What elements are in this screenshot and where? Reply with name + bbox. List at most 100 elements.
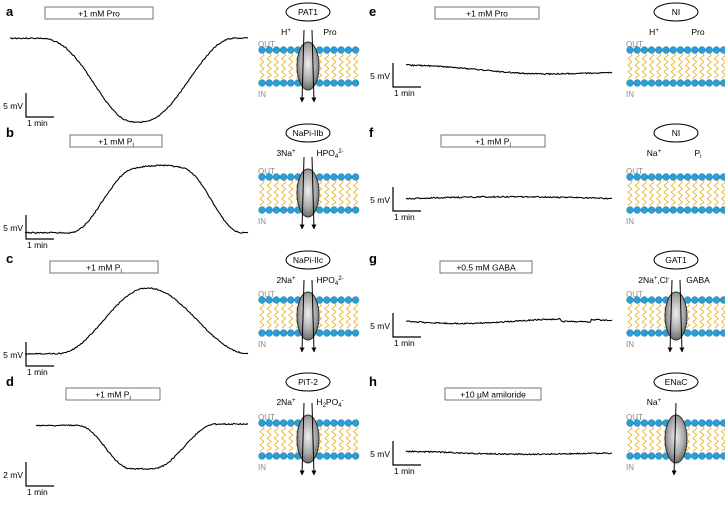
- lipid-tail: [288, 178, 294, 206]
- flux-arrow-2: [311, 402, 317, 476]
- scale-mv-label: 5 mV: [370, 71, 390, 81]
- lipid-tail: [273, 301, 280, 329]
- scale-time-label: 1 min: [394, 88, 415, 98]
- lipid-tail: [699, 301, 705, 329]
- lipid-head-top: [640, 46, 649, 54]
- lipid-tail: [331, 301, 337, 329]
- lipid-tail: [338, 51, 344, 79]
- in-label: IN: [258, 463, 266, 472]
- transporter-name-ellipse: [653, 2, 699, 22]
- lipid-head-bottom: [655, 79, 663, 87]
- lipid-head-bottom: [337, 329, 345, 337]
- panel-label: e: [369, 4, 376, 19]
- lipid-head-top: [337, 296, 345, 304]
- lipid-head-bottom: [337, 452, 345, 460]
- flux-arrow-1: [667, 279, 673, 353]
- lipid-head-top: [323, 46, 331, 54]
- lipid-head-bottom: [265, 206, 273, 214]
- lipid-head-top: [323, 296, 331, 304]
- flux-arrow-1: [299, 402, 305, 476]
- transporter-name-ellipse: [285, 250, 331, 270]
- lipid-head-bottom: [640, 79, 649, 87]
- lipid-tail: [627, 178, 633, 206]
- panel-label: a: [6, 4, 14, 19]
- lipid-head-bottom: [258, 206, 266, 214]
- lipid-head-bottom: [258, 329, 266, 337]
- lipid-head-top: [344, 173, 353, 181]
- scale-bar: [392, 63, 421, 88]
- scale-time-label: 1 min: [394, 338, 415, 348]
- lipid-head-bottom: [272, 329, 281, 337]
- lipid-head-bottom: [698, 79, 706, 87]
- lipid-head-top: [647, 173, 656, 181]
- lipid-head-top: [351, 46, 360, 54]
- lipid-tail: [699, 178, 705, 206]
- voltage-trace: [406, 63, 613, 76]
- lipid-head-top: [655, 296, 663, 304]
- voltage-trace: [405, 449, 613, 456]
- transporter-protein: [664, 414, 688, 464]
- lipid-tail: [641, 424, 648, 452]
- scale-bar: [392, 313, 421, 338]
- lipid-tail: [352, 424, 359, 452]
- lipid-head-bottom: [287, 329, 295, 337]
- lipid-tail: [656, 178, 662, 206]
- lipid-head-bottom: [691, 79, 699, 87]
- lipid-tail: [663, 51, 669, 79]
- lipid-head-bottom: [272, 452, 281, 460]
- scale-mv-label: 5 mV: [3, 223, 23, 233]
- in-label: IN: [626, 90, 634, 99]
- lipid-head-top: [330, 46, 338, 54]
- lipid-tail: [266, 178, 272, 206]
- stimulus-label: +1 mM Pi: [86, 263, 122, 275]
- stimulus-label: +10 µM amiloride: [460, 390, 526, 400]
- lipid-head-top: [655, 419, 663, 427]
- lipid-tail: [706, 424, 712, 452]
- lipid-head-top: [272, 46, 281, 54]
- transporter-name-ellipse: [653, 372, 699, 392]
- lipid-head-bottom: [655, 206, 663, 214]
- lipid-head-top: [705, 296, 713, 304]
- lipid-head-top: [337, 46, 345, 54]
- lipid-head-bottom: [698, 206, 706, 214]
- lipid-tail: [677, 51, 684, 79]
- out-label: OUT: [258, 290, 275, 299]
- lipid-head-bottom: [265, 452, 273, 460]
- substrate-1: 3Na+: [276, 148, 296, 158]
- lipid-head-top: [705, 419, 713, 427]
- lipid-tail: [684, 51, 691, 79]
- lipid-tail: [720, 51, 725, 79]
- lipid-head-top: [351, 419, 360, 427]
- lipid-head-bottom: [351, 329, 360, 337]
- lipid-head-bottom: [662, 206, 670, 214]
- lipid-head-bottom: [626, 79, 634, 87]
- scale-mv-label: 5 mV: [3, 101, 23, 111]
- lipid-tail: [331, 178, 337, 206]
- lipid-head-bottom: [344, 79, 353, 87]
- transporter-protein: [296, 41, 320, 91]
- lipid-head-bottom: [351, 206, 360, 214]
- voltage-trace: [405, 195, 613, 200]
- lipid-head-top: [698, 46, 706, 54]
- lipid-head-bottom: [683, 206, 692, 214]
- lipid-head-bottom: [676, 206, 685, 214]
- transporter-name: GAT1: [665, 255, 687, 265]
- lipid-head-bottom: [258, 452, 266, 460]
- lipid-head-top: [647, 46, 656, 54]
- scale-bar: [392, 187, 421, 212]
- lipid-head-bottom: [691, 329, 699, 337]
- lipid-head-top: [633, 419, 641, 427]
- lipid-head-bottom: [265, 79, 273, 87]
- lipid-head-bottom: [640, 329, 649, 337]
- transporter-name-ellipse: [653, 250, 699, 270]
- lipid-head-top: [640, 296, 649, 304]
- lipid-tail: [338, 424, 344, 452]
- lipid-head-top: [698, 173, 706, 181]
- lipid-head-bottom: [705, 329, 713, 337]
- lipid-head-top: [676, 173, 685, 181]
